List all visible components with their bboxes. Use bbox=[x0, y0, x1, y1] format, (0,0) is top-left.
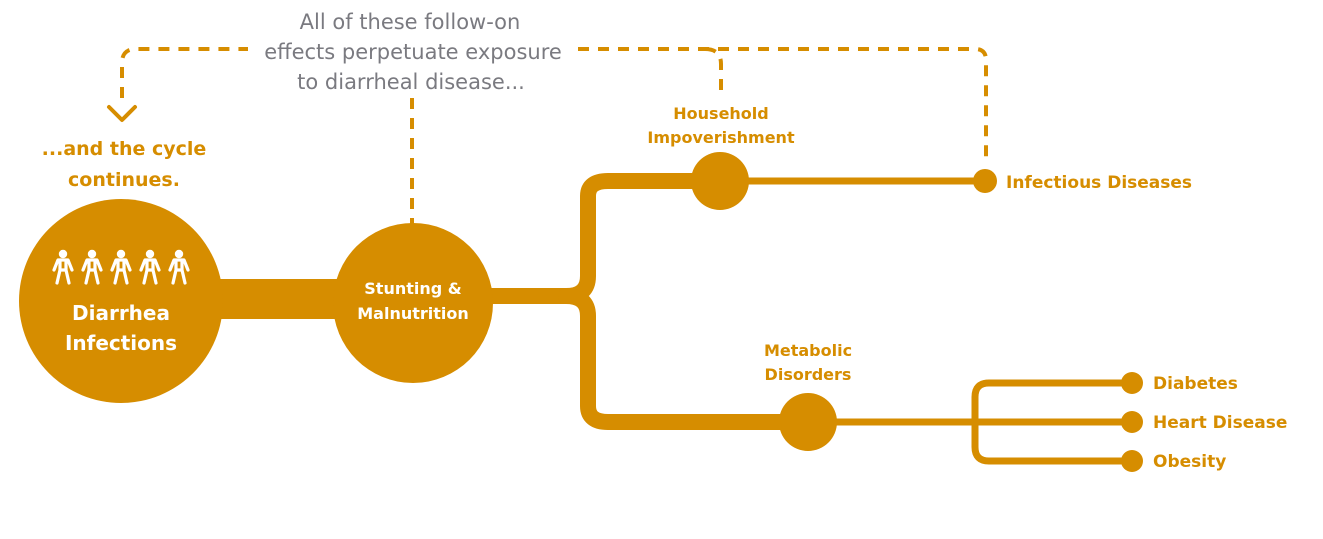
household-impoverishment-node: Household Impoverishment bbox=[647, 104, 795, 210]
cycle-continues-label: ...and the cycle continues. bbox=[42, 138, 207, 191]
household-line-1: Household bbox=[673, 104, 768, 123]
infectious-diseases-dot bbox=[973, 169, 997, 193]
main-node-line-2: Infections bbox=[65, 331, 177, 355]
cycle-line-1: ...and the cycle bbox=[42, 138, 207, 160]
stunting-line-2: Malnutrition bbox=[357, 304, 469, 323]
stunting-malnutrition-circle bbox=[333, 223, 493, 383]
heart-disease-label: Heart Disease bbox=[1153, 413, 1287, 433]
stunting-line-1: Stunting & bbox=[364, 279, 462, 298]
feedback-loop-household-drop bbox=[704, 47, 723, 95]
note-line-2: effects perpetuate exposure bbox=[264, 40, 562, 64]
person-icon bbox=[81, 249, 103, 285]
obesity-outcome: Obesity bbox=[1121, 450, 1226, 472]
diarrhea-infections-node: Diarrhea Infections bbox=[19, 199, 223, 403]
chevron-down-icon bbox=[107, 105, 137, 122]
household-line-2: Impoverishment bbox=[647, 128, 795, 147]
diarrhea-infections-circle bbox=[19, 199, 223, 403]
obesity-label: Obesity bbox=[1153, 452, 1226, 472]
infectious-diseases-label: Infectious Diseases bbox=[1006, 173, 1192, 193]
person-icon bbox=[110, 249, 132, 285]
person-icon bbox=[139, 249, 161, 285]
infectious-diseases-outcome: Infectious Diseases bbox=[973, 169, 1192, 193]
obesity-dot bbox=[1121, 450, 1143, 472]
metabolic-disorders-circle bbox=[779, 393, 837, 451]
diabetes-label: Diabetes bbox=[1153, 374, 1238, 394]
connectors bbox=[190, 173, 1136, 465]
metabolic-line-1: Metabolic bbox=[764, 341, 852, 360]
cycle-line-2: continues. bbox=[68, 169, 180, 191]
diabetes-outcome: Diabetes bbox=[1121, 372, 1238, 394]
note-line-3: to diarrheal disease... bbox=[297, 70, 525, 94]
feedback-loop-top-line bbox=[120, 47, 988, 162]
person-icon bbox=[52, 249, 74, 285]
diabetes-dot bbox=[1121, 372, 1143, 394]
person-icon bbox=[168, 249, 190, 285]
metabolic-disorders-node: Metabolic Disorders bbox=[764, 341, 852, 451]
feedback-note: All of these follow-on effects perpetuat… bbox=[264, 10, 562, 94]
main-node-line-1: Diarrhea bbox=[72, 301, 170, 325]
stunting-malnutrition-node: Stunting & Malnutrition bbox=[333, 223, 493, 383]
outcomes-bracket bbox=[971, 379, 1136, 465]
branch-lower-arm bbox=[558, 288, 816, 430]
heart-disease-outcome: Heart Disease bbox=[1121, 411, 1287, 433]
household-impoverishment-circle bbox=[691, 152, 749, 210]
people-icon bbox=[52, 249, 190, 285]
heart-disease-dot bbox=[1121, 411, 1143, 433]
note-line-1: All of these follow-on bbox=[300, 10, 521, 34]
feedback-loop bbox=[120, 47, 988, 224]
metabolic-line-2: Disorders bbox=[765, 365, 852, 384]
